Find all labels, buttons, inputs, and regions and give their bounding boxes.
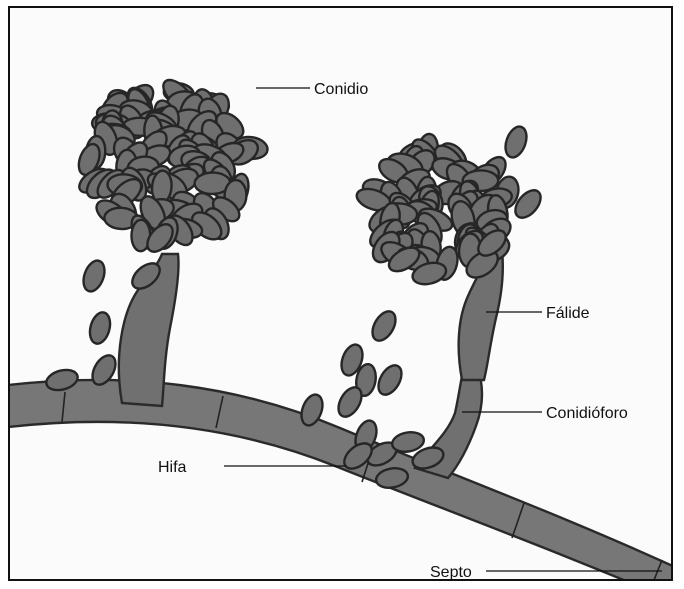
label-falide: Fálide [546, 305, 590, 322]
diagram-frame: Conidio Fálide Conidióforo Hifa Septo [8, 6, 673, 581]
conidium-cell [80, 258, 109, 295]
conidium-cell [87, 310, 114, 346]
conidium-cell [374, 361, 406, 398]
label-conidio: Conidio [314, 81, 368, 98]
conidia-cluster-right [354, 132, 522, 287]
conidium-cell [502, 124, 531, 161]
fungal-structure-illustration: Conidio Fálide Conidióforo Hifa Septo [10, 8, 673, 581]
conidium-cell [368, 307, 400, 344]
label-septo: Septo [430, 564, 472, 581]
label-hifa: Hifa [158, 459, 187, 476]
label-conidioforo: Conidióforo [546, 405, 628, 422]
